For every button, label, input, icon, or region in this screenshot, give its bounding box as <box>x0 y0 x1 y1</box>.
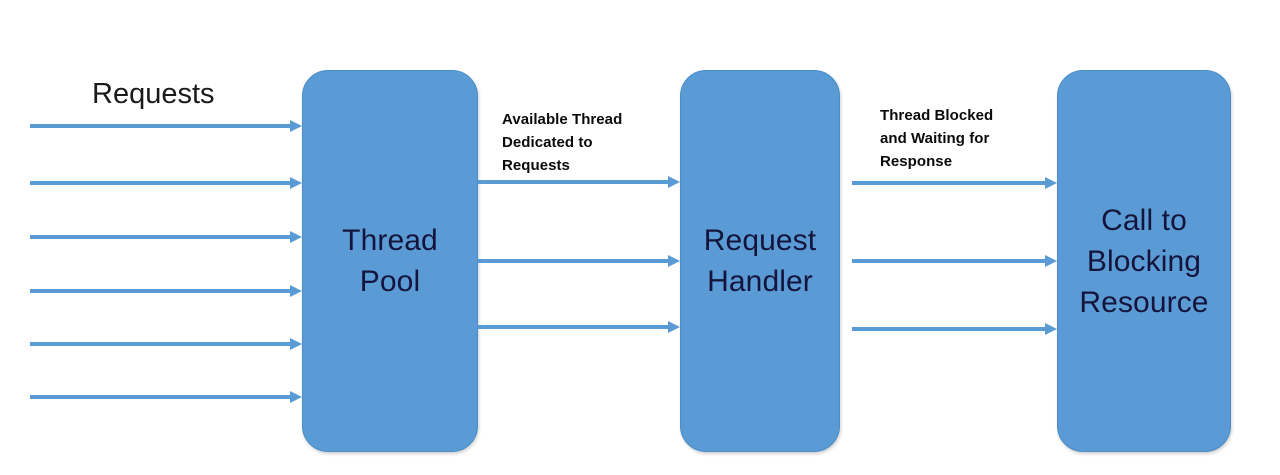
process-box-thread-pool-label: Thread Pool <box>342 224 438 298</box>
arrow-shaft <box>478 180 669 184</box>
arrowhead-icon <box>290 391 302 403</box>
arrowhead-icon <box>1045 255 1057 267</box>
arrowhead-icon <box>1045 323 1057 335</box>
arrow-handler-to-blocking-resource-2 <box>852 255 1057 267</box>
arrow-handler-to-blocking-resource-3 <box>852 323 1057 335</box>
arrow-shaft <box>852 327 1046 331</box>
arrow-shaft <box>478 325 669 329</box>
arrow-shaft <box>30 342 291 346</box>
arrow-incoming-requests-2 <box>30 177 302 189</box>
arrowhead-icon <box>290 285 302 297</box>
process-box-blocking-resource[interactable]: Call to Blocking Resource <box>1057 70 1231 452</box>
thread-blocked-edge-label: Thread Blocked and Waiting for Response <box>880 107 994 170</box>
arrowhead-icon <box>1045 177 1057 189</box>
arrowhead-icon <box>290 177 302 189</box>
process-box-request-handler-label: Request Handler <box>703 224 817 298</box>
arrow-incoming-requests-4 <box>30 285 302 297</box>
arrow-shaft <box>852 181 1046 185</box>
arrow-incoming-requests-1 <box>30 120 302 132</box>
available-thread-edge-label: Available Thread Dedicated to Requests <box>502 111 623 174</box>
process-box-blocking-resource-label: Call to Blocking Resource <box>1079 203 1209 319</box>
arrow-shaft <box>30 235 291 239</box>
process-box-request-handler[interactable]: Request Handler <box>680 70 840 452</box>
requests-heading-label: Requests <box>92 78 215 110</box>
arrow-shaft <box>30 395 291 399</box>
arrowhead-icon <box>668 255 680 267</box>
arrow-shaft <box>852 259 1046 263</box>
arrow-thread-pool-to-handler-2 <box>478 255 680 267</box>
arrowhead-icon <box>668 321 680 333</box>
arrow-shaft <box>30 124 291 128</box>
arrow-thread-pool-to-handler-1 <box>478 176 680 188</box>
arrow-incoming-requests-3 <box>30 231 302 243</box>
arrow-shaft <box>478 259 669 263</box>
arrow-handler-to-blocking-resource-1 <box>852 177 1057 189</box>
arrowhead-icon <box>290 120 302 132</box>
arrowhead-icon <box>290 338 302 350</box>
process-box-thread-pool[interactable]: Thread Pool <box>302 70 478 452</box>
arrow-shaft <box>30 289 291 293</box>
arrow-incoming-requests-5 <box>30 338 302 350</box>
arrowhead-icon <box>668 176 680 188</box>
arrow-incoming-requests-6 <box>30 391 302 403</box>
arrow-thread-pool-to-handler-3 <box>478 321 680 333</box>
arrowhead-icon <box>290 231 302 243</box>
arrow-shaft <box>30 181 291 185</box>
